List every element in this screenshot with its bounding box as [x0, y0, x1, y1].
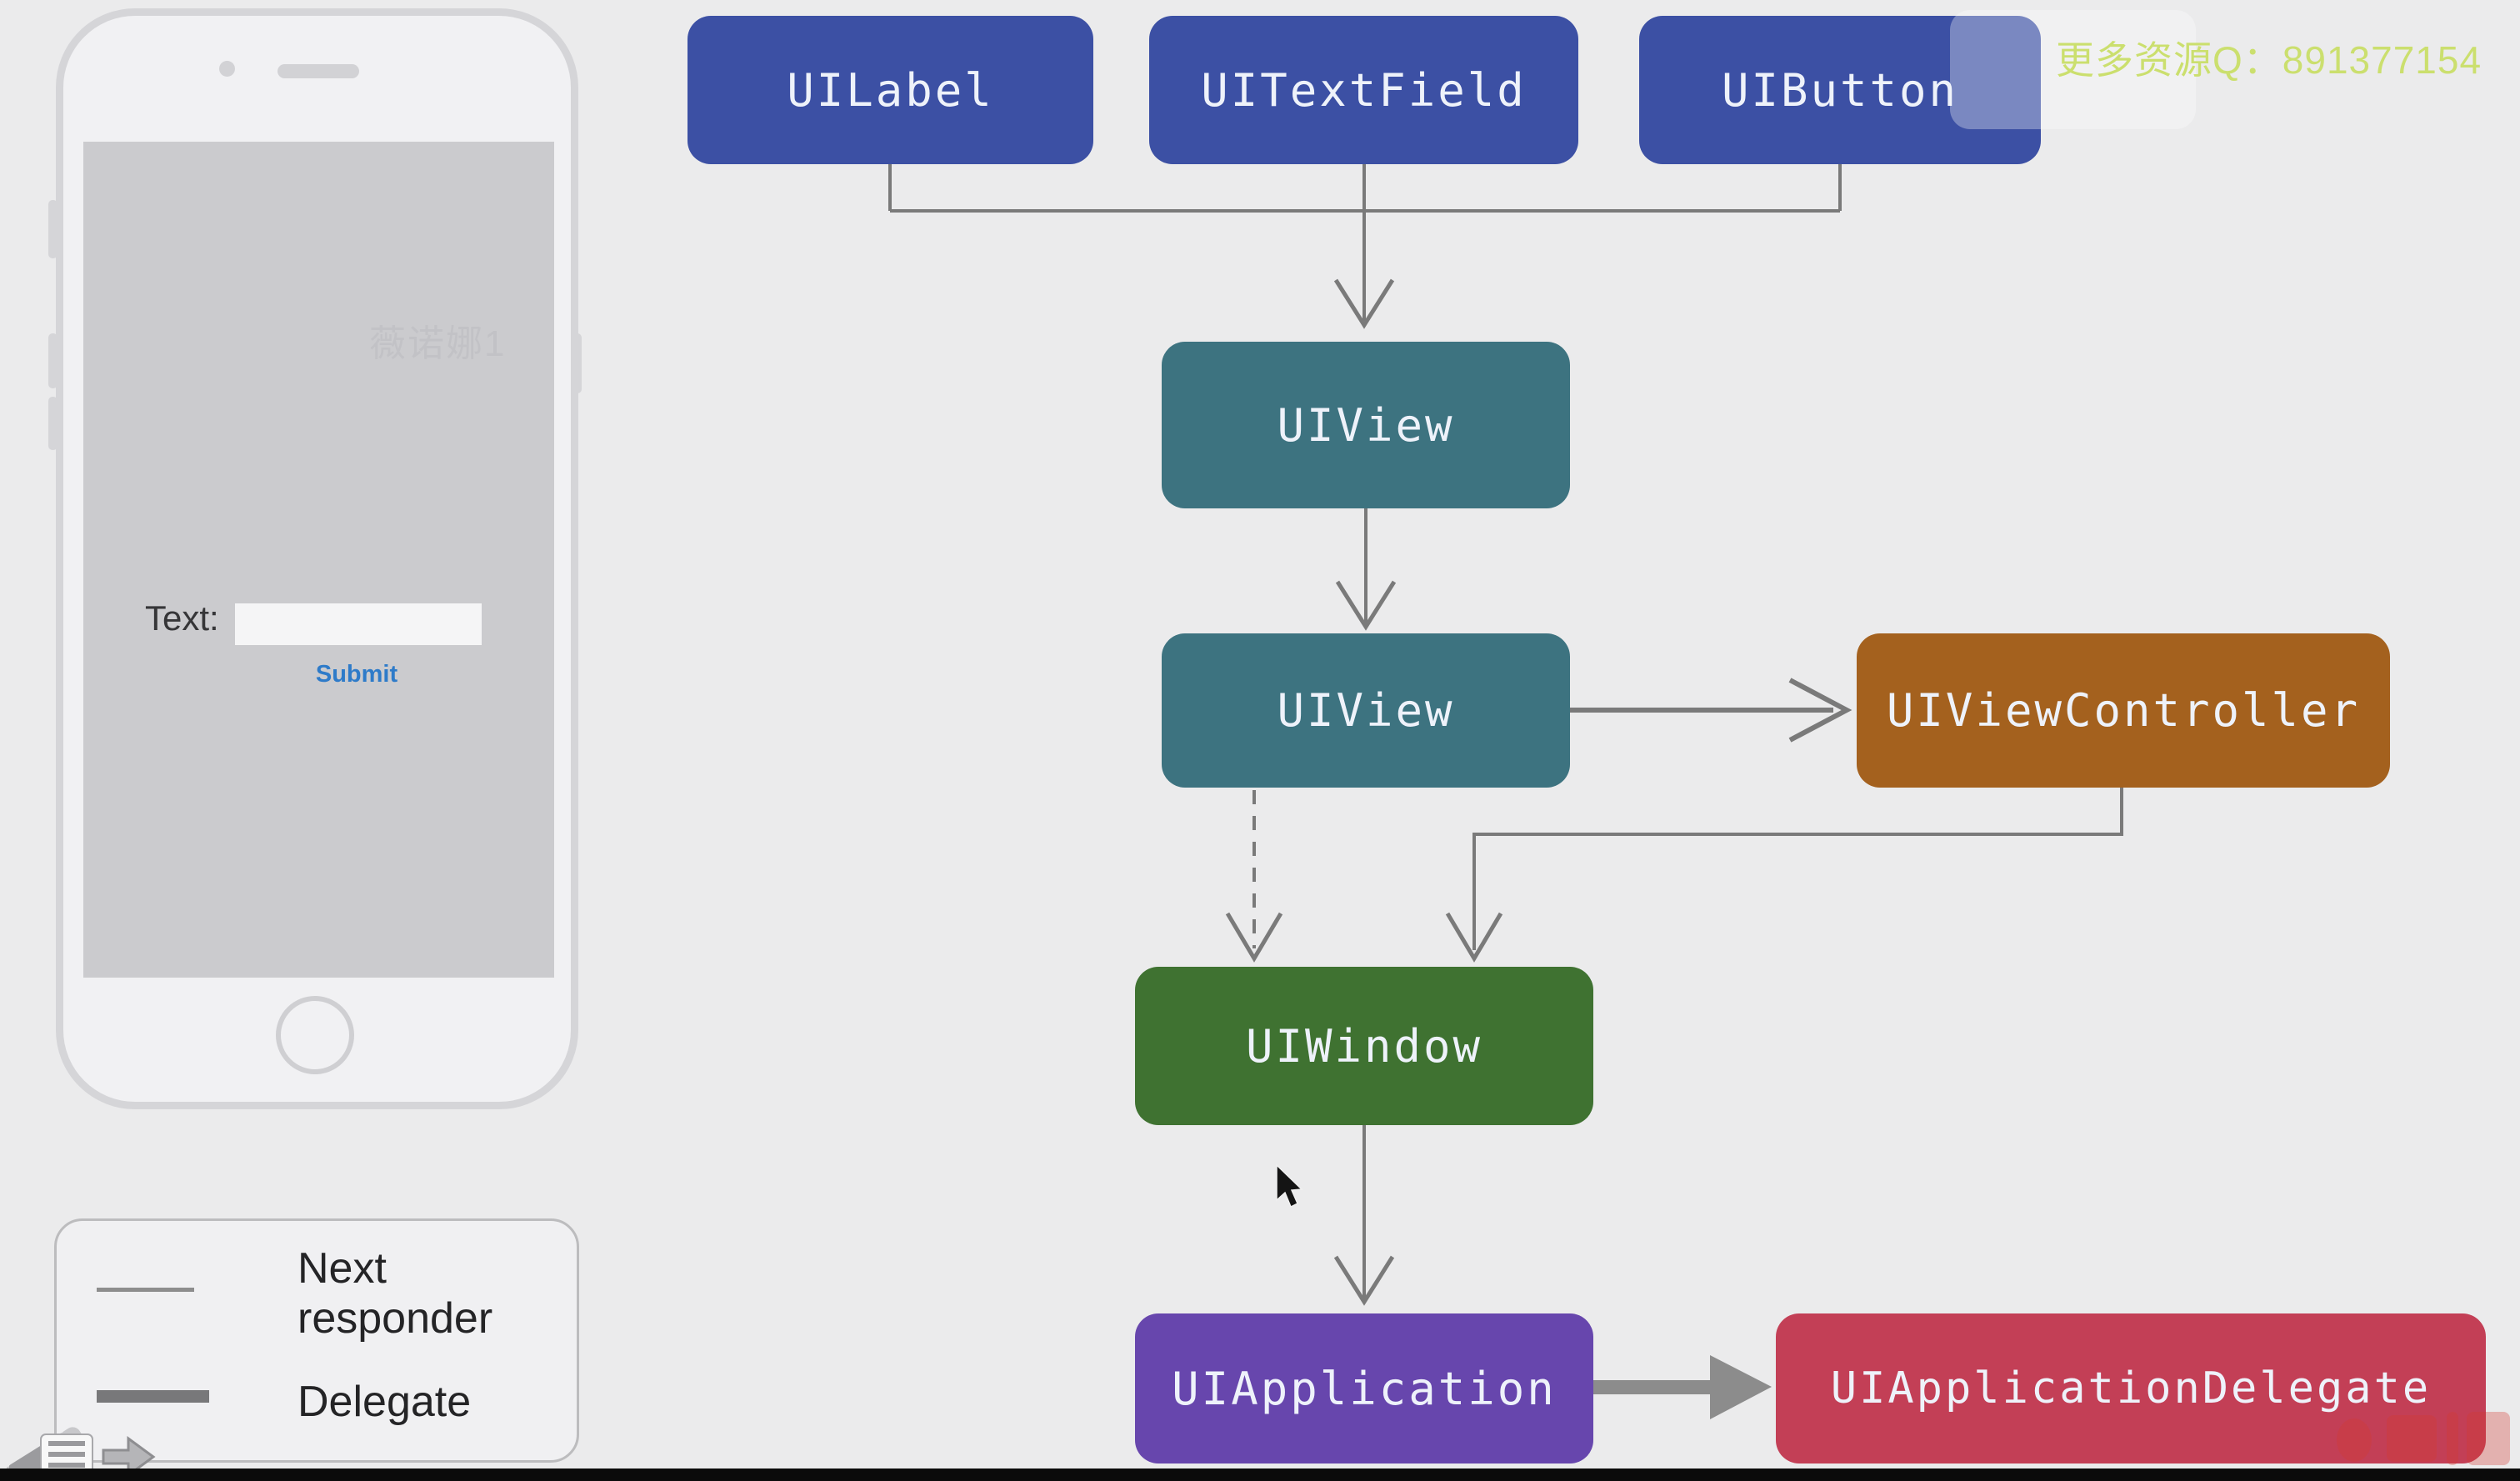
legend-next-responder-label: Next responder — [298, 1244, 493, 1343]
phone-volume-down-button — [48, 397, 58, 450]
node-uitextfield: UITextField — [1149, 16, 1578, 164]
connector-uiview-to-uiviewcontroller — [1570, 678, 1852, 743]
mouse-cursor — [1276, 1163, 1303, 1208]
connector-uiview-to-uiview — [1335, 508, 1397, 631]
highlight-overlay — [1950, 10, 2196, 129]
advance-arrow-icon[interactable] — [100, 1435, 158, 1478]
screen-watermark: 薇诺娜1 — [369, 323, 507, 364]
node-uiwindow: UIWindow — [1135, 967, 1593, 1125]
phone-volume-up-button — [48, 333, 58, 388]
submit-button[interactable]: Submit — [315, 661, 398, 688]
delegate-line-swatch — [97, 1390, 209, 1403]
connector-uiwindow-to-uiapplication — [1333, 1125, 1395, 1306]
qq-watermark-text: 更多资源Q：891377154 — [2056, 38, 2482, 82]
text-input-field[interactable] — [235, 603, 482, 645]
connector-uiview-to-uiwindow-dashed — [1225, 790, 1283, 963]
phone-speaker-slot — [278, 64, 359, 78]
node-uilabel: UILabel — [688, 16, 1093, 164]
node-uiview-mid: UIView — [1162, 633, 1570, 788]
legend-box — [54, 1218, 579, 1463]
phone-mute-switch — [48, 200, 58, 258]
legend-delegate-label: Delegate — [298, 1378, 472, 1426]
node-uiview-top: UIView — [1162, 342, 1570, 508]
bottom-black-bar — [0, 1468, 2520, 1481]
node-uiapplicationdelegate: UIApplicationDelegate — [1776, 1313, 2486, 1463]
node-uibutton: UIButton — [1639, 16, 2041, 164]
node-uiapplication: UIApplication — [1135, 1313, 1593, 1463]
node-uiviewcontroller: UIViewController — [1857, 633, 2390, 788]
phone-camera-dot — [219, 61, 235, 77]
phone-screen — [83, 142, 554, 978]
connector-uiapplication-to-delegate — [1593, 1355, 1772, 1419]
connector-controls-to-uiview — [888, 164, 1842, 329]
phone-home-button — [276, 996, 354, 1074]
next-responder-line-swatch — [97, 1288, 194, 1292]
text-field-label: Text: — [145, 598, 219, 638]
connector-uiviewcontroller-to-uiwindow — [1445, 788, 2123, 963]
